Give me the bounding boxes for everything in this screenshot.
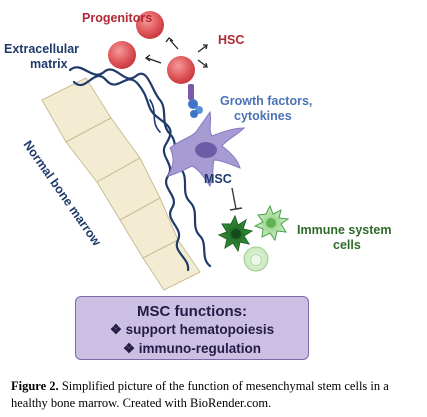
msc-cell xyxy=(167,110,246,187)
label-line: cytokines xyxy=(234,109,292,123)
caption-label: Figure 2. xyxy=(11,379,59,393)
arrow-head xyxy=(203,44,208,50)
matrix-fiber xyxy=(149,99,161,133)
cells-hematopoietic xyxy=(108,11,195,84)
differentiation-arrows xyxy=(144,37,208,68)
matrix-fiber xyxy=(72,74,190,272)
growth-factor-molecule xyxy=(188,99,198,109)
self-renewal-arrow xyxy=(197,59,207,67)
label-line: Extracellular xyxy=(4,42,80,56)
label-msc: MSC xyxy=(204,172,232,186)
receptor-stem xyxy=(188,84,194,100)
msc-function-item: ❖ immuno-regulation xyxy=(122,341,262,356)
progenitor-cell xyxy=(136,11,164,39)
extracellular-matrix-fibers xyxy=(68,66,212,272)
label-line: matrix xyxy=(30,57,68,71)
immune-cell-light-core xyxy=(266,218,276,228)
growth-factor-receptor xyxy=(188,84,203,118)
label-line: Growth factors, xyxy=(220,94,313,108)
label-hsc: HSC xyxy=(218,33,245,47)
immune-cell-pale-core xyxy=(250,254,262,266)
hsc-cell xyxy=(167,56,195,84)
msc-function-item: ❖ support hematopoiesis xyxy=(109,322,275,337)
label-growth-factors: Growth factors, cytokines xyxy=(220,94,312,124)
arrow-to-progenitor xyxy=(146,57,162,64)
caption-text: Simplified picture of the function of me… xyxy=(11,379,389,410)
arrow-head xyxy=(144,54,151,62)
bone-segments xyxy=(41,77,201,291)
label-immune-cells: Immune system cells xyxy=(297,223,391,253)
figure-caption: Figure 2. Simplified picture of the func… xyxy=(11,378,419,412)
msc-nucleus xyxy=(195,142,217,158)
immune-cells xyxy=(217,204,290,272)
arrow-to-progenitor xyxy=(169,39,179,50)
progenitor-cell xyxy=(108,41,136,69)
arrow-head xyxy=(203,62,208,68)
msc-functions-title: MSC functions: xyxy=(137,303,247,320)
msc-functions-box: MSC functions: ❖ support hematopoiesis ❖… xyxy=(75,296,309,360)
label-extracellular-matrix: Extracellular matrix xyxy=(4,42,79,72)
bone-segment xyxy=(142,239,201,291)
self-renewal-arrow xyxy=(197,45,207,53)
label-line: Immune system xyxy=(297,223,392,237)
label-line: cells xyxy=(333,238,361,252)
inhibition-line xyxy=(229,187,243,211)
immune-cell-dark-core xyxy=(231,229,241,239)
growth-factor-molecule xyxy=(190,110,198,118)
label-progenitors: Progenitors xyxy=(82,11,153,25)
arrow-head xyxy=(165,37,174,43)
